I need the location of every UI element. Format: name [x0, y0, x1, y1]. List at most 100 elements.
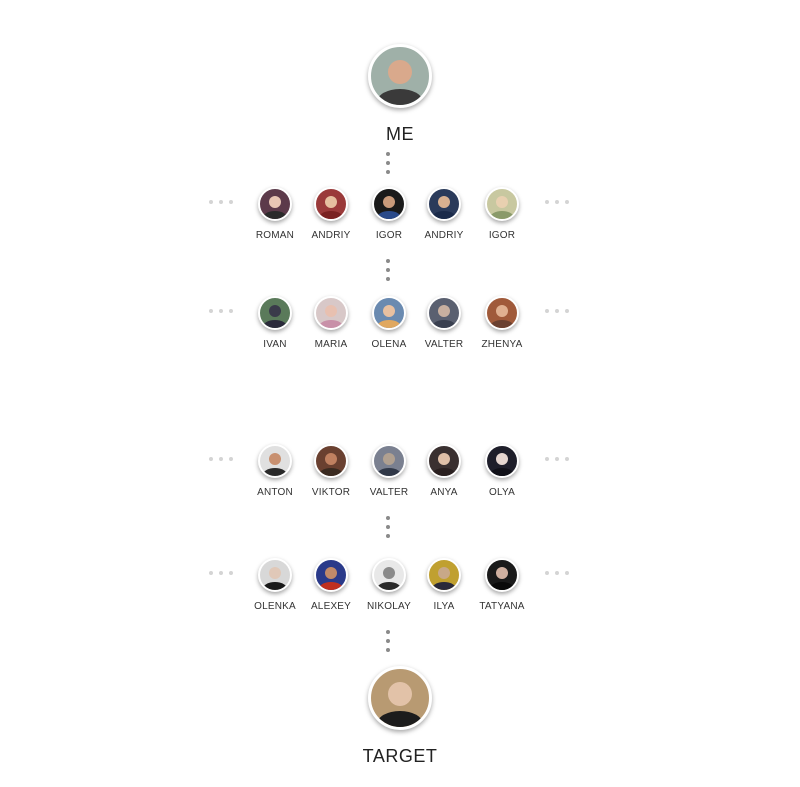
person-name: MARIA — [314, 339, 348, 350]
person-avatar[interactable] — [314, 558, 348, 592]
person-avatar[interactable] — [314, 296, 348, 330]
person-node[interactable]: ZHENYA — [467, 296, 537, 350]
person-node[interactable]: NIKOLAY — [354, 558, 424, 612]
person-avatar[interactable] — [427, 187, 461, 221]
avatar-shoulders — [263, 210, 287, 219]
person-node[interactable]: MARIA — [296, 296, 366, 350]
me-avatar-shoulders — [376, 89, 424, 105]
person-node[interactable]: ANTON — [240, 444, 310, 498]
person-avatar[interactable] — [485, 558, 519, 592]
person-node[interactable]: OLENKA — [240, 558, 310, 612]
avatar-head — [382, 452, 396, 466]
person-avatar[interactable] — [314, 187, 348, 221]
person-node[interactable]: OLYA — [467, 444, 537, 498]
avatar-head — [437, 452, 451, 466]
more-right-indicator[interactable] — [545, 571, 569, 575]
person-name: ANTON — [257, 487, 293, 498]
person-name: NIKOLAY — [366, 601, 411, 612]
person-node[interactable]: IVAN — [240, 296, 310, 350]
avatar-shoulders — [432, 210, 456, 219]
avatar-head — [495, 452, 509, 466]
person-node[interactable]: ANDRIY — [409, 187, 479, 241]
person-avatar[interactable] — [372, 296, 406, 330]
target-avatar[interactable] — [368, 666, 432, 730]
target-label: TARGET — [362, 746, 438, 766]
more-right-indicator[interactable] — [545, 200, 569, 204]
avatar-shoulders — [490, 467, 514, 476]
avatar-head — [324, 195, 338, 209]
person-node[interactable]: ANYA — [409, 444, 479, 498]
person-avatar[interactable] — [485, 187, 519, 221]
avatar-head — [268, 452, 282, 466]
person-name: OLENA — [371, 339, 407, 350]
connector-level3-level4 — [386, 516, 390, 538]
avatar-shoulders — [263, 467, 287, 476]
person-avatar[interactable] — [427, 296, 461, 330]
person-avatar[interactable] — [314, 444, 348, 478]
avatar-shoulders — [432, 581, 456, 590]
more-left-indicator[interactable] — [209, 309, 233, 313]
target-avatar-shoulders — [376, 711, 424, 727]
avatar-shoulders — [432, 467, 456, 476]
more-right-indicator[interactable] — [545, 457, 569, 461]
me-avatar[interactable] — [368, 44, 432, 108]
person-node[interactable]: ILYA — [409, 558, 479, 612]
person-node[interactable]: VIKTOR — [296, 444, 366, 498]
avatar-head — [382, 566, 396, 580]
person-node[interactable]: IGOR — [467, 187, 537, 241]
person-avatar[interactable] — [485, 444, 519, 478]
person-name: ILYA — [433, 601, 455, 612]
more-right-indicator[interactable] — [545, 309, 569, 313]
avatar-head — [324, 304, 338, 318]
person-name: VIKTOR — [311, 487, 351, 498]
person-name: ANYA — [430, 487, 458, 498]
avatar-head — [324, 452, 338, 466]
person-avatar[interactable] — [372, 444, 406, 478]
person-node[interactable]: ROMAN — [240, 187, 310, 241]
person-avatar[interactable] — [258, 187, 292, 221]
person-avatar[interactable] — [372, 558, 406, 592]
avatar-shoulders — [377, 319, 401, 328]
target-node[interactable]: TARGET — [0, 666, 800, 767]
person-node[interactable]: VALTER — [409, 296, 479, 350]
connector-level4-target — [386, 630, 390, 652]
person-avatar[interactable] — [427, 558, 461, 592]
me-avatar-head — [387, 59, 413, 85]
avatar-head — [268, 304, 282, 318]
person-avatar[interactable] — [258, 444, 292, 478]
person-avatar[interactable] — [372, 187, 406, 221]
person-avatar[interactable] — [258, 296, 292, 330]
person-node[interactable]: ANDRIY — [296, 187, 366, 241]
person-avatar[interactable] — [427, 444, 461, 478]
person-name: ROMAN — [255, 230, 295, 241]
person-avatar[interactable] — [485, 296, 519, 330]
avatar-shoulders — [319, 319, 343, 328]
avatar-shoulders — [263, 581, 287, 590]
person-name: IGOR — [488, 230, 516, 241]
person-node[interactable]: OLENA — [354, 296, 424, 350]
avatar-head — [495, 195, 509, 209]
person-node[interactable]: IGOR — [354, 187, 424, 241]
avatar-shoulders — [263, 319, 287, 328]
more-left-indicator[interactable] — [209, 200, 233, 204]
avatar-shoulders — [490, 210, 514, 219]
me-node[interactable]: ME — [0, 44, 800, 145]
target-avatar-head — [387, 681, 413, 707]
person-name: VALTER — [424, 339, 464, 350]
person-node[interactable]: TATYANA — [467, 558, 537, 612]
person-node[interactable]: VALTER — [354, 444, 424, 498]
person-name: IGOR — [375, 230, 403, 241]
avatar-head — [495, 566, 509, 580]
me-label: ME — [386, 124, 414, 144]
person-name: OLENKA — [254, 601, 296, 612]
more-left-indicator[interactable] — [209, 457, 233, 461]
more-left-indicator[interactable] — [209, 571, 233, 575]
person-name: ALEXEY — [310, 601, 352, 612]
person-name: OLYA — [489, 487, 515, 498]
avatar-head — [324, 566, 338, 580]
person-avatar[interactable] — [258, 558, 292, 592]
person-node[interactable]: ALEXEY — [296, 558, 366, 612]
